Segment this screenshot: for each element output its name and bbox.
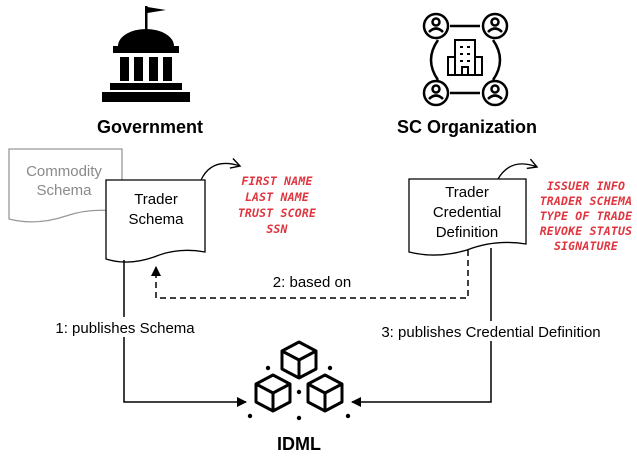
organization-network-icon — [422, 12, 509, 107]
commodity-schema-doc: Commodity Schema — [8, 148, 123, 223]
publishes-credential-label: 3: publishes Credential Definition — [381, 324, 600, 341]
government-building-icon — [102, 6, 190, 102]
cube-left — [254, 373, 292, 413]
trader-credential-doc: Trader Credential Definition — [408, 178, 527, 256]
organization-label: SC Organization — [397, 117, 537, 137]
cube-right — [306, 373, 344, 413]
based-on-dashed-connector — [151, 250, 469, 299]
trader-credential-line-2: Credential — [433, 204, 501, 221]
credential-field-4: REVOKE STATUS — [540, 224, 633, 238]
publishes-credential-label-bg — [364, 321, 618, 341]
publishes-credential-connector — [351, 248, 492, 407]
publishes-schema-connector — [123, 260, 247, 407]
commodity-schema-line-1: Commodity — [26, 163, 102, 180]
publishes-schema-label: 1: publishes Schema — [55, 320, 195, 337]
user-icon-top-left — [422, 12, 450, 40]
office-building-icon — [447, 39, 483, 76]
credential-fields-note: ISSUER INFO TRADER SCHEMA TYPE OF TRADE … — [540, 179, 633, 253]
commodity-schema-line-2: Schema — [36, 182, 92, 199]
based-on-label: 2: based on — [273, 274, 351, 291]
cube-top — [280, 340, 318, 380]
credential-field-1: ISSUER INFO — [547, 179, 625, 193]
credential-field-5: SIGNATURE — [554, 239, 619, 253]
user-icon-bottom-left — [422, 79, 450, 107]
trader-credential-line-3: Definition — [436, 224, 499, 241]
schema-field-2: LAST NAME — [245, 190, 310, 204]
trader-schema-line-2: Schema — [128, 211, 184, 228]
credential-field-2: TRADER SCHEMA — [540, 194, 633, 208]
schema-field-4: SSN — [266, 222, 288, 236]
user-icon-top-right — [481, 12, 509, 40]
publishes-schema-label-bg — [43, 317, 207, 337]
trader-schema-doc: Trader Schema — [105, 179, 206, 263]
schema-note-arrow — [200, 158, 242, 181]
user-icon-bottom-right — [481, 79, 509, 107]
credential-note-arrow — [497, 158, 539, 180]
credential-field-3: TYPE OF TRADE — [540, 209, 633, 223]
schema-field-1: FIRST NAME — [241, 174, 313, 188]
schema-field-3: TRUST SCORE — [238, 206, 317, 220]
blockchain-cubes-icon — [247, 340, 351, 421]
schema-fields-note: FIRST NAME LAST NAME TRUST SCORE SSN — [238, 174, 317, 236]
government-label: Government — [97, 117, 203, 137]
idml-label: IDML — [277, 434, 321, 454]
trader-credential-line-1: Trader — [445, 184, 489, 201]
trader-schema-line-1: Trader — [134, 191, 178, 208]
